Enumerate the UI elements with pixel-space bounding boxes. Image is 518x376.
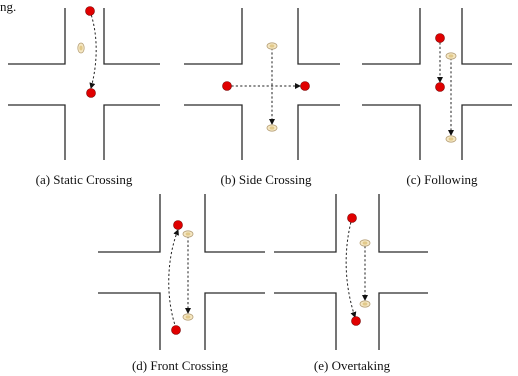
caption-c: (c) Following	[406, 172, 478, 187]
pedestrian-start-icon	[182, 230, 194, 238]
panel-side-crossing: (b) Side Crossing	[184, 8, 340, 187]
pedestrian-end-icon	[445, 135, 457, 143]
panel-front-crossing: (d) Front Crossing	[98, 194, 265, 373]
pedestrian-start-icon	[359, 239, 371, 247]
panel-overtaking: (e) Overtaking	[274, 194, 428, 373]
pedestrian-icon	[77, 42, 85, 54]
intersection-roads	[98, 194, 265, 350]
intersection-roads	[362, 8, 512, 160]
robot-trajectory	[168, 229, 179, 329]
header-partial-text: ng.	[0, 0, 16, 14]
pedestrian-start-icon	[266, 42, 278, 50]
intersection-roads	[184, 8, 340, 160]
caption-b: (b) Side Crossing	[221, 172, 313, 187]
robot-start-marker	[85, 6, 95, 16]
robot-start-marker	[435, 33, 445, 43]
pedestrian-start-icon	[445, 52, 457, 60]
robot-end-marker	[86, 88, 96, 98]
pedestrian-end-icon	[359, 300, 371, 308]
pedestrian-end-icon	[182, 313, 194, 321]
robot-trajectory	[345, 217, 357, 318]
caption-a: (a) Static Crossing	[36, 172, 133, 187]
panel-static-crossing: (a) Static Crossing	[8, 6, 160, 187]
intersection-roads	[8, 8, 160, 160]
robot-end-marker	[435, 82, 445, 92]
robot-start-marker	[222, 81, 232, 91]
robot-trajectory	[89, 10, 97, 89]
panel-following: (c) Following	[362, 8, 512, 187]
robot-end-marker	[173, 220, 183, 230]
intersection-roads	[274, 194, 428, 350]
robot-start-marker	[347, 213, 357, 223]
caption-e: (e) Overtaking	[314, 358, 391, 373]
caption-d: (d) Front Crossing	[132, 358, 229, 373]
robot-end-marker	[351, 316, 361, 326]
robot-start-marker	[171, 325, 181, 335]
robot-end-marker	[300, 81, 310, 91]
pedestrian-end-icon	[266, 124, 278, 132]
